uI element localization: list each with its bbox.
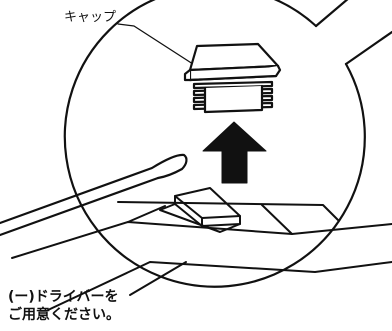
magnifier [63,0,392,288]
surface-step-edge [129,261,187,296]
surface-back-edge [127,204,293,235]
cap-front-edge [188,64,282,82]
cap-stem [203,84,264,114]
screwdriver-tip [150,153,188,180]
instruction-line-1: (ー)ドライバーを [8,289,119,305]
cap-side-left [183,68,192,82]
screwdriver [0,153,188,237]
instruction-text: (ー)ドライバーを ご用意ください。 [8,288,120,324]
magnifier-handle-lower [344,30,392,66]
surface [11,187,392,311]
magnifier-circle [63,0,366,288]
surface-plane-far [117,201,339,221]
cap-leader-line [117,23,197,67]
cap-label: キャップ [64,10,117,25]
screwdriver-shaft [0,166,160,237]
hole-inner-front [174,195,203,227]
surface-step-lower [47,261,392,311]
instruction-line-2: ご用意ください。 [8,307,120,323]
up-arrow-icon [202,121,267,184]
hole-base-ledge [159,203,241,233]
cap [183,42,282,114]
magnifier-handle-upper [314,0,349,28]
